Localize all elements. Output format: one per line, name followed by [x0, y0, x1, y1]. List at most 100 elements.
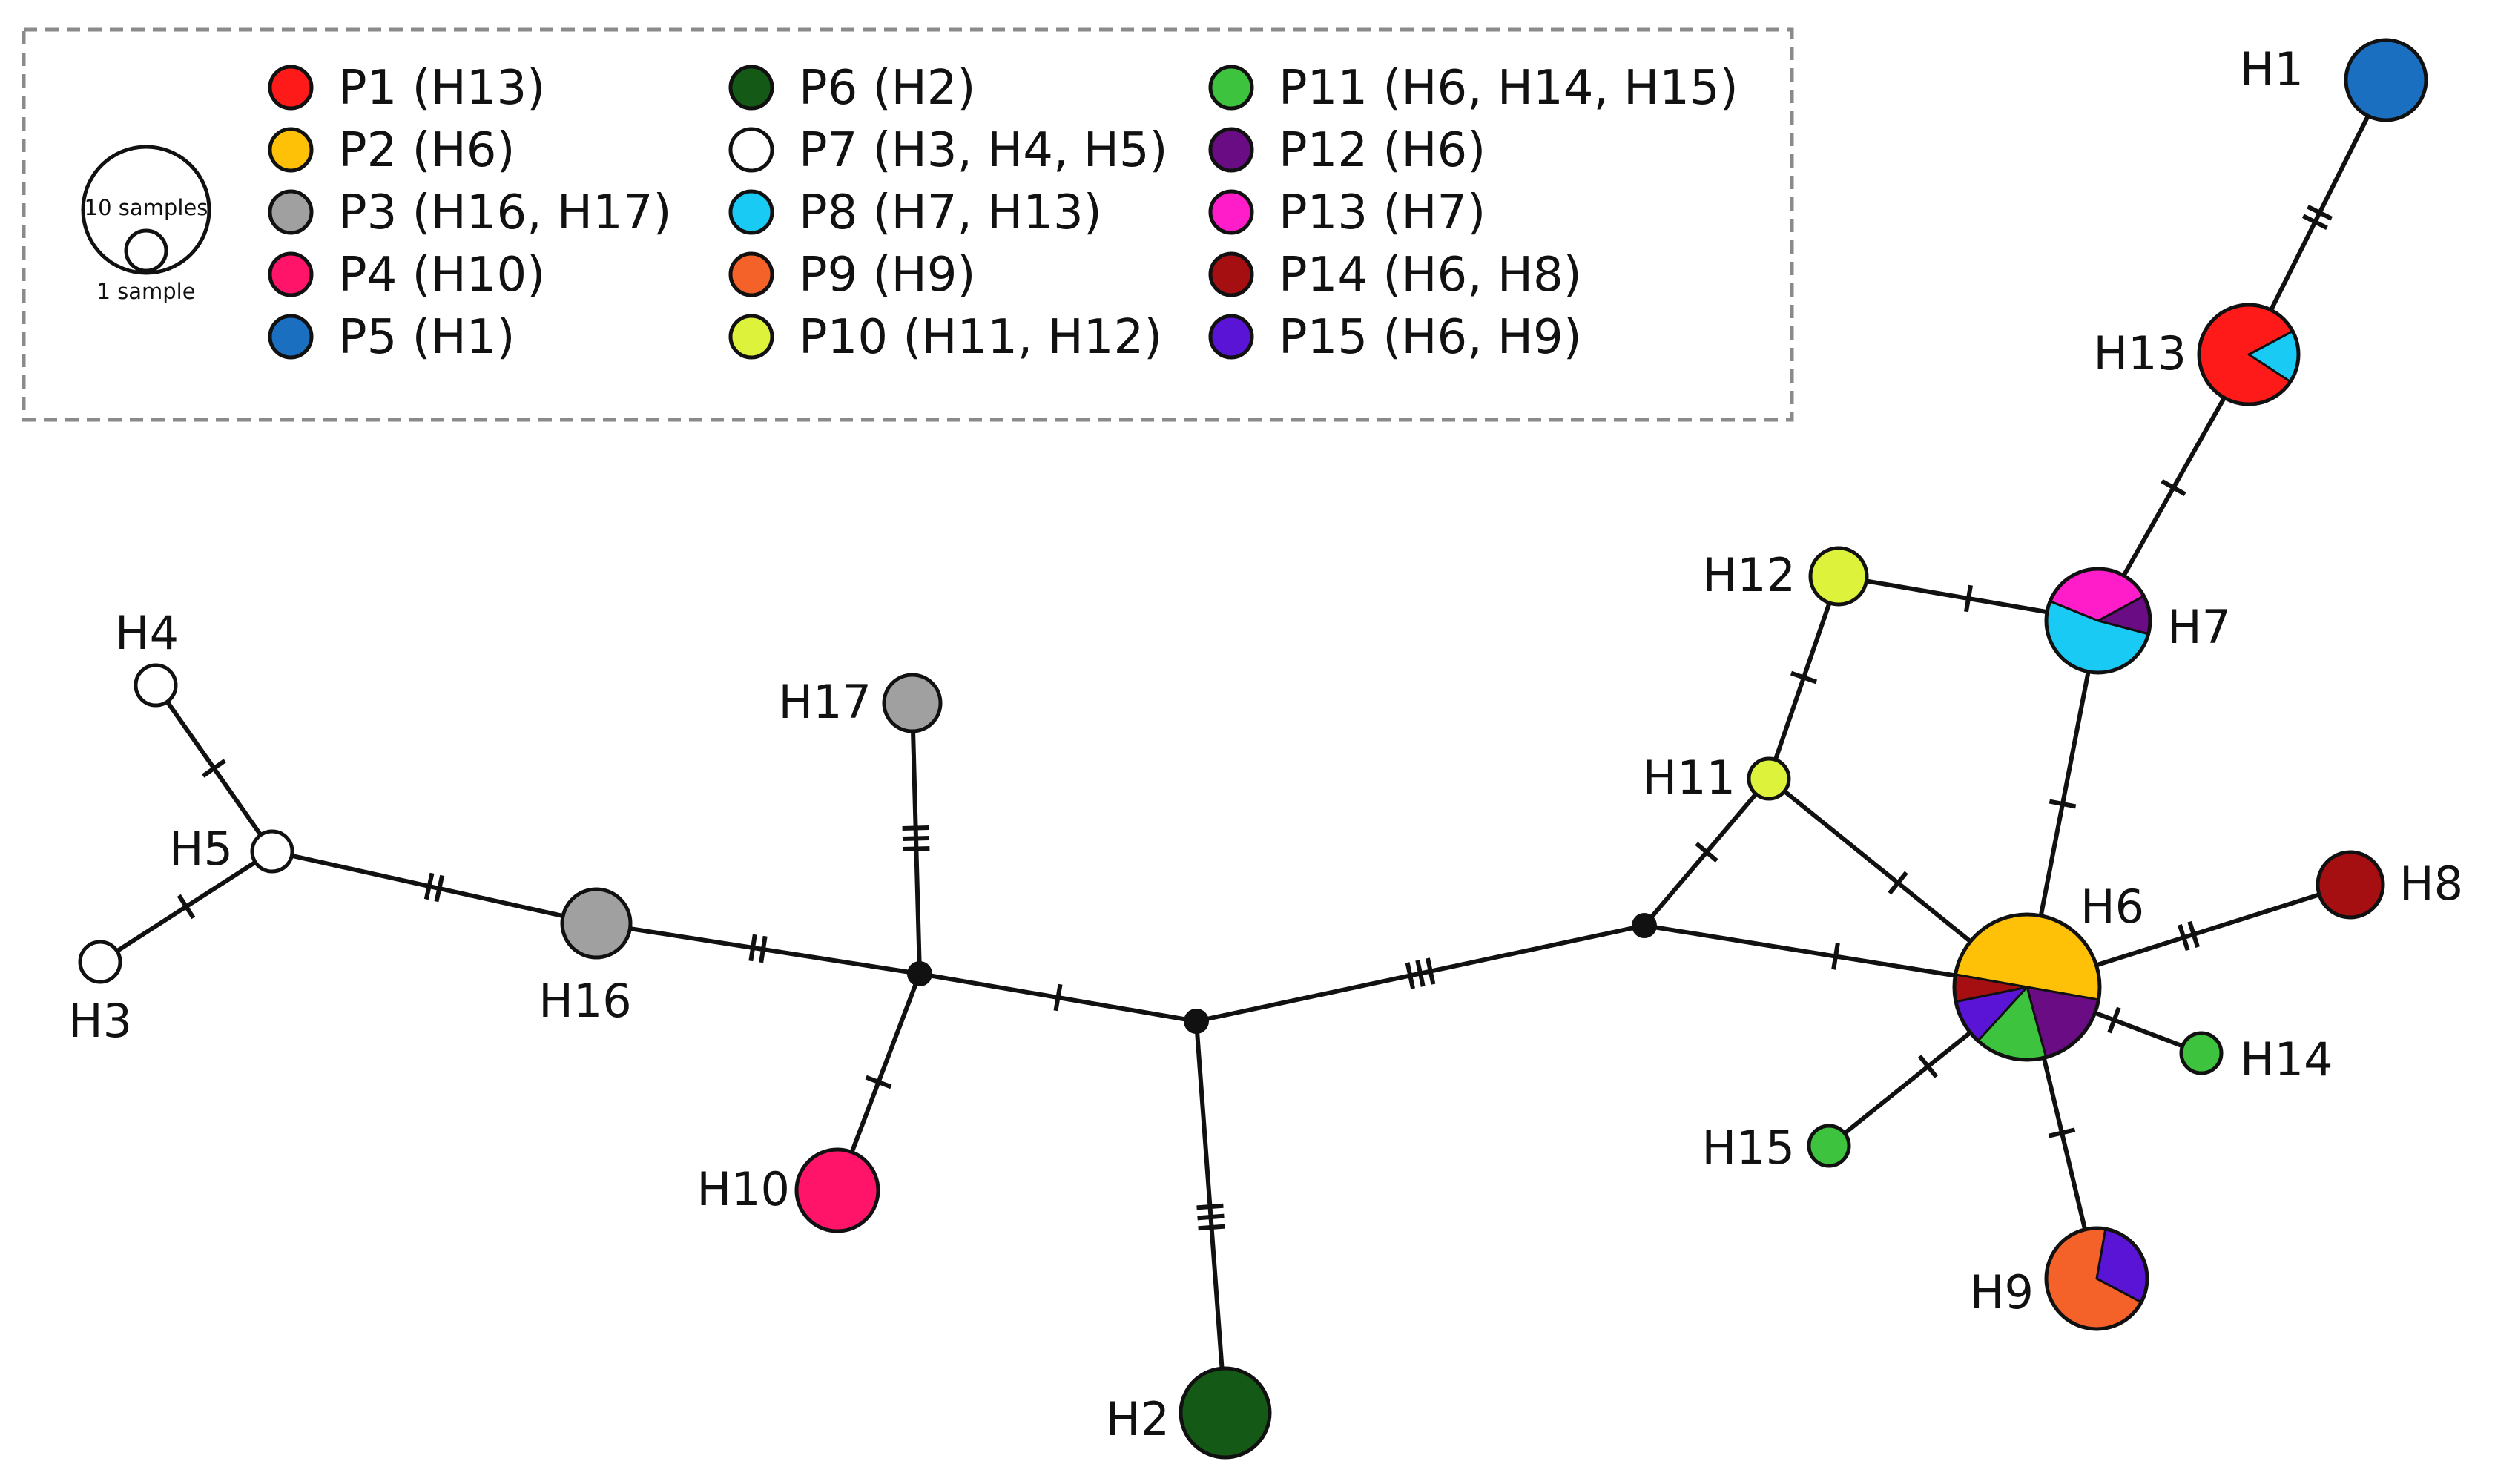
legend-entry-p1: P1 (H13): [268, 61, 545, 116]
edge-mv2-h2-mutation-tick: [1197, 1213, 1225, 1221]
slice-h17-p3: [884, 675, 940, 731]
median-vector-node-2: [1184, 1009, 1209, 1034]
edge-h5-h16: [271, 849, 597, 926]
legend-swatch-p5: [268, 314, 314, 360]
legend-swatch-p1: [268, 65, 314, 111]
haplotype-node-h9: [2044, 1226, 2149, 1331]
edge-h5-h16-mutation-tick: [423, 872, 435, 900]
edge-h11-h12-mutation-tick: [1790, 670, 1817, 685]
node-outline-h8: [2316, 850, 2385, 920]
slice-h12-p10: [1810, 548, 1867, 604]
haplotype-label-h6: H6: [2080, 880, 2144, 934]
legend-swatch-p15: [1208, 314, 1254, 360]
haplotype-node-h15: [1807, 1124, 1851, 1168]
haplotype-node-h6: [1952, 912, 2102, 1062]
legend-label-p9: P9 (H9): [799, 248, 975, 303]
haplotype-node-h7: [2044, 567, 2152, 675]
haplotype-node-h14: [2179, 1031, 2224, 1075]
haplotype-node-h13: [2197, 303, 2301, 406]
haplotype-label-h4: H4: [115, 606, 179, 660]
legend-entry-p7: P7 (H3, H4, H5): [728, 123, 1168, 178]
network-nodes: [78, 38, 2428, 1460]
slice-h2-p6: [1181, 1368, 1270, 1457]
haplotype-label-h16: H16: [538, 974, 632, 1028]
legend-entry-p3: P3 (H16, H17): [268, 185, 671, 240]
legend-label-p13: P13 (H7): [1279, 185, 1486, 240]
size-scale-small-circle: [124, 228, 168, 273]
haplotype-node-h2: [1179, 1366, 1272, 1460]
node-outline-h16: [560, 887, 633, 960]
slice-h4-p7: [136, 665, 176, 705]
edge-h16-mv1-mutation-tick: [759, 935, 768, 963]
haplotype-labels: H1H2H3H4H5H6H7H8H9H10H11H12H13H14H15H16H…: [68, 42, 2463, 1446]
legend-swatch-p7: [728, 127, 774, 173]
node-outline-h7: [2044, 567, 2152, 675]
legend-label-p15: P15 (H6, H9): [1279, 310, 1582, 365]
haplotype-label-h3: H3: [68, 994, 132, 1048]
legend-swatch-p11: [1208, 65, 1254, 111]
node-outline-h6: [1952, 912, 2102, 1062]
haplotype-label-h2: H2: [1106, 1392, 1170, 1446]
node-outline-h4: [134, 663, 178, 708]
edge-h5-h16-mutation-tick: [434, 874, 445, 903]
median-vector-node-3: [1632, 913, 1657, 938]
legend-entries: P1 (H13) P2 (H6) P3 (H16, H17) P4 (H10) P5 (…: [268, 61, 1738, 365]
node-outline-h5: [250, 829, 294, 874]
edge-h16-mv1: [596, 921, 920, 976]
edge-h7-h6-mutation-tick: [2049, 799, 2077, 809]
legend-swatch-p9: [728, 251, 774, 297]
legend-label-p14: P14 (H6, H8): [1279, 248, 1582, 303]
legend-label-p12: P12 (H6): [1279, 123, 1486, 178]
legend-swatch-p14: [1208, 251, 1254, 297]
legend-entry-p15: P15 (H6, H9): [1208, 310, 1582, 365]
median-vector-node-1: [907, 961, 932, 986]
node-outline-h14: [2179, 1031, 2224, 1075]
haplotype-label-h8: H8: [2399, 857, 2463, 911]
edge-mv2-h2-mutation-tick: [1196, 1203, 1224, 1210]
haplotype-label-h13: H13: [2093, 326, 2186, 380]
node-outline-h2: [1179, 1366, 1272, 1460]
edge-h6-h14-mutation-tick: [2107, 1006, 2121, 1034]
legend-label-p4: P4 (H10): [338, 248, 545, 303]
legend-label-p5: P5 (H1): [338, 310, 515, 365]
haplotype-node-h5: [250, 829, 294, 874]
legend-entry-p14: P14 (H6, H8): [1208, 248, 1582, 303]
legend-entry-p2: P2 (H6): [268, 123, 515, 178]
legend-label-p2: P2 (H6): [338, 123, 515, 178]
node-outline-h13: [2197, 303, 2301, 406]
node-outline-h9: [2044, 1226, 2149, 1331]
legend-entry-p5: P5 (H1): [268, 310, 515, 365]
size-scale-small-label: 1 sample: [96, 279, 195, 304]
edge-mv2-mv3-mutation-tick: [1425, 957, 1436, 985]
haplotype-label-h9: H9: [1970, 1265, 2034, 1319]
slice-h15-p11: [1809, 1126, 1849, 1166]
haplotype-label-h15: H15: [1701, 1121, 1795, 1175]
legend: 10 samples 1 sample P1 (H13)P2 (H6)P3 (H…: [22, 27, 1794, 422]
legend-label-p7: P7 (H3, H4, H5): [799, 123, 1168, 178]
slice-h3-p7: [80, 942, 120, 982]
legend-entry-p11: P11 (H6, H14, H15): [1208, 61, 1738, 116]
edge-h17-mv1-mutation-tick: [902, 836, 930, 841]
edge-h16-mv1-mutation-tick: [748, 934, 757, 962]
legend-entry-p10: P10 (H11, H12): [728, 310, 1162, 365]
haplotype-label-h10: H10: [696, 1162, 790, 1216]
haplotype-node-h8: [2316, 850, 2385, 920]
node-outline-h15: [1807, 1124, 1851, 1168]
edge-mv3-h11-mutation-tick: [1695, 842, 1718, 863]
legend-entry-p8: P8 (H7, H13): [728, 185, 1102, 240]
edge-mv2-mv3-mutation-tick: [1405, 962, 1416, 989]
legend-entry-p9: P9 (H9): [728, 248, 975, 303]
slice-h1-p5: [2346, 40, 2426, 120]
haplotype-label-h7: H7: [2167, 600, 2231, 654]
legend-swatch-p2: [268, 127, 314, 173]
haplotype-label-h1: H1: [2240, 42, 2304, 96]
node-outline-h12: [1808, 546, 1869, 607]
haplotype-label-h17: H17: [778, 675, 871, 729]
node-outline-h10: [794, 1147, 880, 1233]
edge-h13-h1-mutation-tick: [2307, 205, 2333, 221]
edge-mv1-mv2-mutation-tick: [1053, 983, 1063, 1012]
legend-swatch-p10: [728, 314, 774, 360]
slice-h5-p7: [252, 831, 292, 871]
legend-entry-p4: P4 (H10): [268, 248, 545, 303]
edge-h12-h7-mutation-tick: [1964, 584, 1973, 613]
